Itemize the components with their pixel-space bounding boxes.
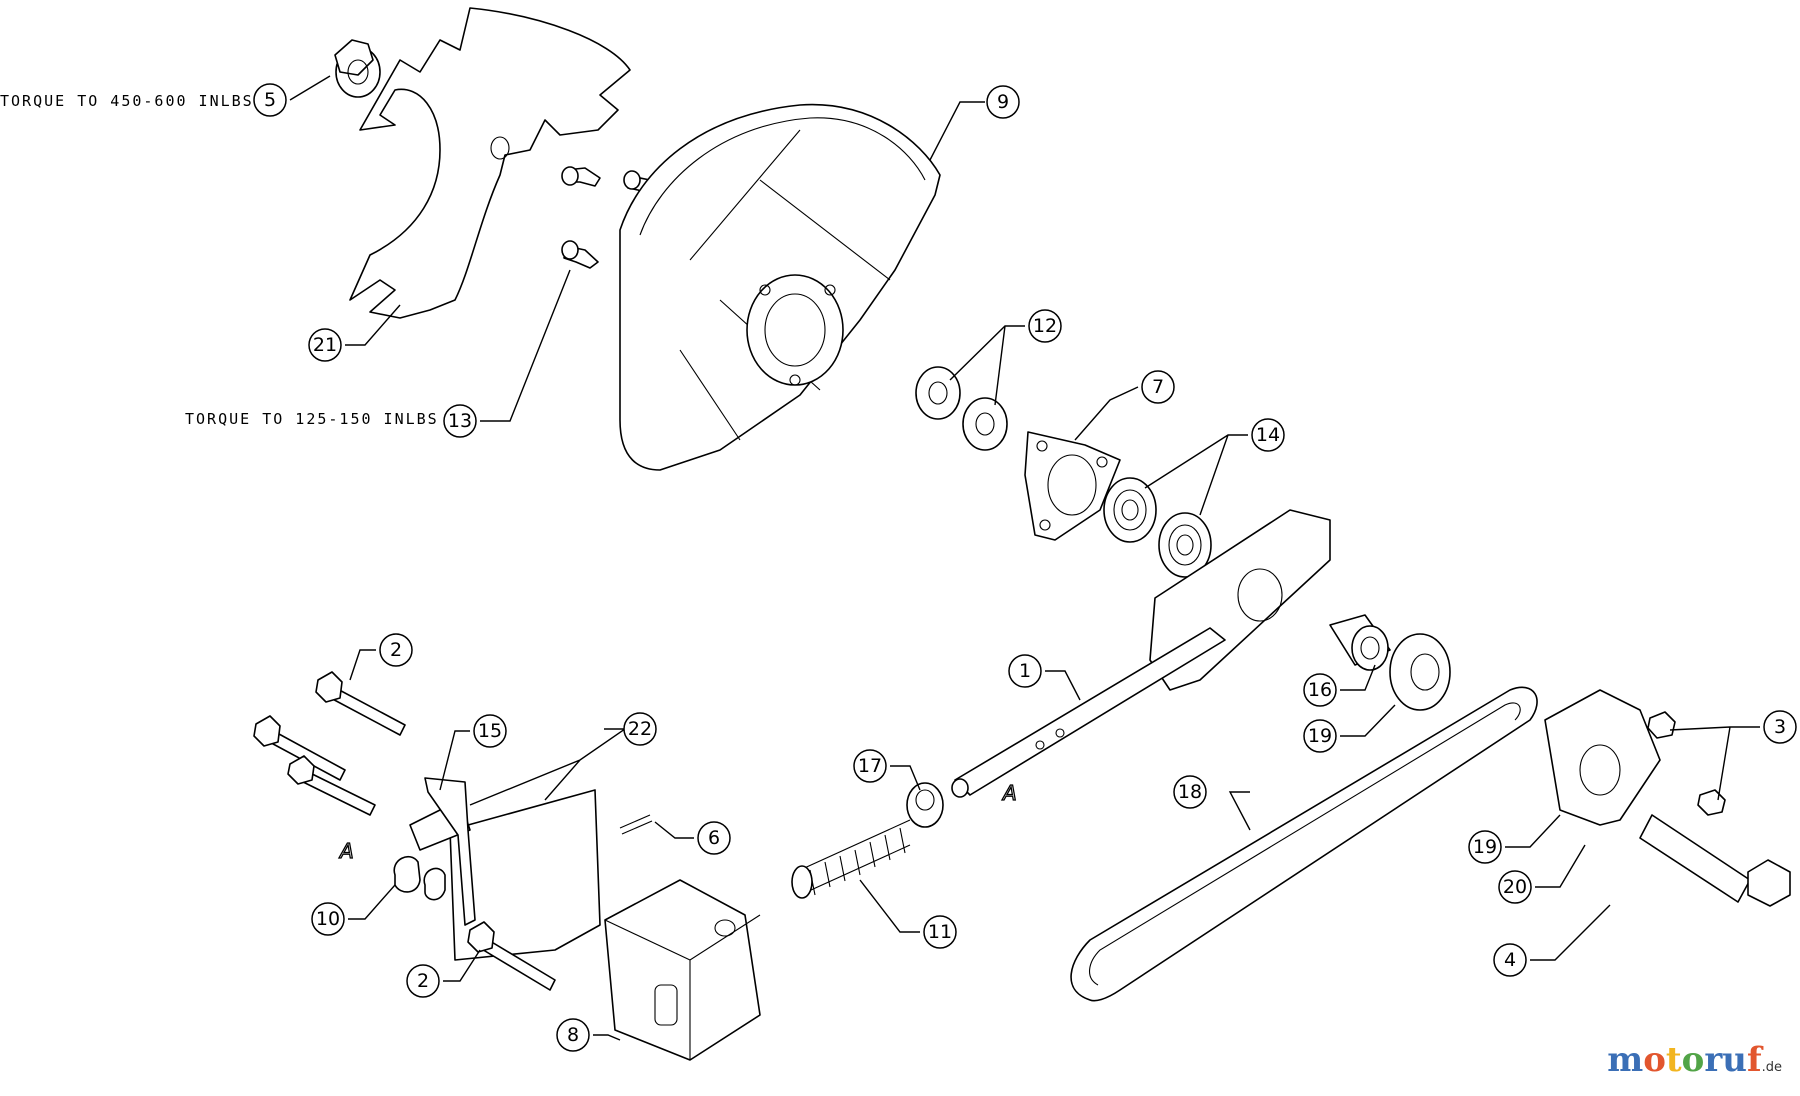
torque-note-nut: TORQUE TO 450-600 INLBS bbox=[0, 92, 254, 110]
part-16-spacer bbox=[1329, 614, 1391, 671]
callout-3: 3 bbox=[1763, 710, 1797, 744]
callout-18: 18 bbox=[1173, 775, 1207, 809]
part-2-bolts bbox=[253, 671, 556, 991]
callout-11: 11 bbox=[923, 915, 957, 949]
view-marker-a-right: A bbox=[1001, 781, 1017, 805]
callout-19-lower: 19 bbox=[1468, 830, 1502, 864]
svg-text:10: 10 bbox=[316, 908, 340, 930]
svg-text:19: 19 bbox=[1308, 725, 1332, 747]
callout-15: 15 bbox=[473, 714, 507, 748]
part-19-washer bbox=[1389, 633, 1451, 711]
part-9-guard-housing bbox=[619, 103, 941, 471]
watermark-main: motoruf bbox=[1607, 1040, 1762, 1080]
part-18-belt bbox=[1070, 686, 1538, 1002]
svg-text:16: 16 bbox=[1308, 679, 1332, 701]
part-14-bearings bbox=[1103, 477, 1212, 578]
leader-lines bbox=[289, 75, 1760, 1041]
callout-1: 1 bbox=[1008, 654, 1042, 688]
callout-10: 10 bbox=[311, 902, 345, 936]
callout-7: 7 bbox=[1141, 370, 1175, 404]
svg-text:11: 11 bbox=[928, 921, 952, 943]
callout-12: 12 bbox=[1028, 309, 1062, 343]
part-6-cotter-pin bbox=[619, 814, 653, 835]
svg-text:8: 8 bbox=[567, 1024, 579, 1046]
svg-text:3: 3 bbox=[1774, 716, 1786, 738]
callout-14: 14 bbox=[1251, 418, 1285, 452]
part-4-bolt bbox=[1639, 814, 1791, 907]
part-21-slotted-disc bbox=[349, 7, 631, 319]
callouts: 5 21 13 9 12 7 14 1 16 19 18 3 4 20 19 1… bbox=[253, 83, 1797, 1052]
svg-text:12: 12 bbox=[1033, 315, 1057, 337]
callout-5: 5 bbox=[253, 83, 287, 117]
svg-text:2: 2 bbox=[390, 639, 402, 661]
part-8-mount-block bbox=[604, 879, 761, 1061]
part-13-studs bbox=[561, 166, 661, 269]
svg-text:21: 21 bbox=[313, 334, 337, 356]
svg-text:17: 17 bbox=[858, 755, 882, 777]
callout-22: 22 bbox=[623, 712, 657, 746]
svg-text:15: 15 bbox=[478, 720, 502, 742]
svg-text:2: 2 bbox=[417, 970, 429, 992]
svg-text:22: 22 bbox=[628, 718, 652, 740]
torque-note-studs: TORQUE TO 125-150 INLBS bbox=[185, 410, 439, 428]
svg-text:5: 5 bbox=[264, 89, 276, 111]
callout-16: 16 bbox=[1303, 673, 1337, 707]
callout-9: 9 bbox=[986, 85, 1020, 119]
callout-4: 4 bbox=[1493, 943, 1527, 977]
svg-text:20: 20 bbox=[1503, 876, 1527, 898]
callout-2-upper: 2 bbox=[379, 633, 413, 667]
callout-8: 8 bbox=[556, 1018, 590, 1052]
callout-2-lower: 2 bbox=[406, 964, 440, 998]
part-10-clips bbox=[393, 856, 446, 901]
watermark-logo: motoruf.de bbox=[1607, 1040, 1782, 1080]
callout-19-upper: 19 bbox=[1303, 719, 1337, 753]
part-1-shaft-assembly bbox=[951, 509, 1331, 798]
svg-text:9: 9 bbox=[997, 91, 1009, 113]
part-7-bearing-flange bbox=[1024, 431, 1121, 541]
view-marker-a-left: A bbox=[338, 839, 354, 863]
part-15-rod bbox=[424, 777, 476, 926]
part-12-washers bbox=[915, 366, 1008, 451]
callout-13: 13 bbox=[443, 404, 477, 438]
svg-text:19: 19 bbox=[1473, 836, 1497, 858]
callout-20: 20 bbox=[1498, 870, 1532, 904]
part-3-nuts bbox=[1647, 711, 1726, 816]
callout-17: 17 bbox=[853, 749, 887, 783]
svg-text:13: 13 bbox=[448, 410, 472, 432]
svg-text:18: 18 bbox=[1178, 781, 1202, 803]
part-17-bushing bbox=[906, 782, 944, 828]
svg-text:4: 4 bbox=[1504, 949, 1516, 971]
svg-text:6: 6 bbox=[708, 827, 720, 849]
svg-text:14: 14 bbox=[1256, 424, 1280, 446]
part-5-flange-nut bbox=[334, 39, 381, 98]
svg-text:7: 7 bbox=[1152, 376, 1164, 398]
svg-text:1: 1 bbox=[1019, 660, 1031, 682]
callout-6: 6 bbox=[697, 821, 731, 855]
callout-21: 21 bbox=[308, 328, 342, 362]
watermark-suffix: .de bbox=[1761, 1060, 1782, 1075]
part-11-spring bbox=[791, 819, 911, 899]
part-20-bracket bbox=[1544, 689, 1661, 826]
